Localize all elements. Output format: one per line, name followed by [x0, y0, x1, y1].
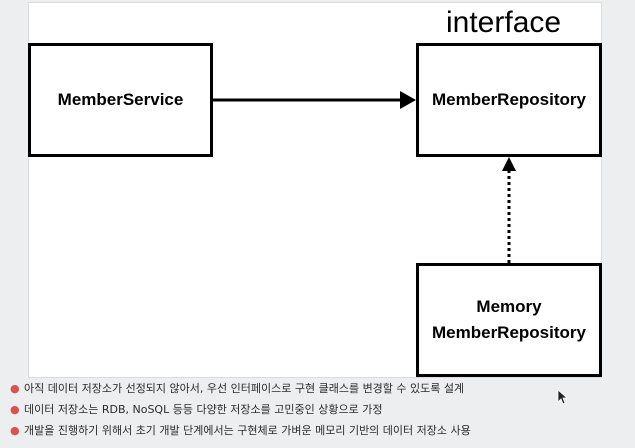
implements-arrow-head: [502, 157, 516, 171]
member-service-box: MemberService: [28, 43, 213, 157]
bullet-text: 개발을 진행하기 위해서 초기 개발 단계에서는 구현체로 가벼운 메모리 기반…: [24, 424, 471, 437]
interface-label: interface: [446, 6, 562, 39]
bullet-item: ● 데이터 저장소는 RDB, NoSQL 등등 다양한 저장소를 고민중인 상…: [10, 399, 620, 420]
bullet-dot-icon: ●: [10, 382, 20, 395]
mouse-cursor-icon: [557, 389, 569, 405]
memory-repo-label-line1: Memory: [476, 297, 542, 316]
member-repository-box: MemberRepository: [416, 43, 602, 157]
member-repository-label: MemberRepository: [432, 90, 586, 109]
bullet-list: ● 아직 데이터 저장소가 선정되지 않아서, 우선 인터페이스로 구현 클래스…: [10, 378, 620, 441]
memory-repo-label-line2: MemberRepository: [432, 323, 586, 342]
bullet-text: 아직 데이터 저장소가 선정되지 않아서, 우선 인터페이스로 구현 클래스를 …: [24, 382, 465, 395]
dependency-arrow-head: [400, 91, 416, 109]
bullet-dot-icon: ●: [10, 403, 20, 416]
member-service-label: MemberService: [57, 90, 184, 109]
memory-member-repository-box: Memory MemberRepository: [416, 263, 602, 377]
bullet-dot-icon: ●: [10, 424, 20, 437]
bullet-item: ● 개발을 진행하기 위해서 초기 개발 단계에서는 구현체로 가벼운 메모리 …: [10, 420, 620, 441]
bullet-text: 데이터 저장소는 RDB, NoSQL 등등 다양한 저장소를 고민중인 상황으…: [24, 403, 383, 416]
bullet-item: ● 아직 데이터 저장소가 선정되지 않아서, 우선 인터페이스로 구현 클래스…: [10, 378, 620, 399]
